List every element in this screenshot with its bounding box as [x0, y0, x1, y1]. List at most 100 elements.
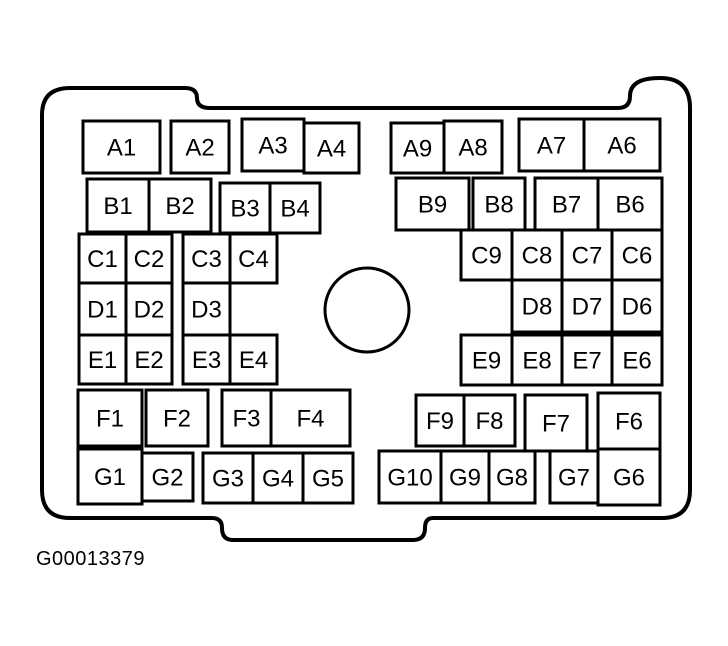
fuse-cell-c9 [459, 228, 514, 282]
fuse-label-g9: G9 [449, 465, 481, 492]
fuse-label-e7: E7 [572, 348, 601, 375]
fuse-cell-g2 [140, 451, 195, 503]
fuse-cell-g1 [76, 447, 144, 506]
fuse-label-g5: G5 [312, 466, 344, 493]
fuse-cell-g5 [301, 451, 355, 505]
fuse-label-b1: B1 [103, 193, 132, 220]
fuse-label-a4: A4 [317, 136, 346, 163]
fuse-label-a9: A9 [403, 136, 432, 163]
fuse-label-c2: C2 [134, 246, 165, 273]
fuse-label-a1: A1 [107, 135, 136, 162]
fuse-cell-g3 [201, 451, 255, 505]
fuse-label-c4: C4 [238, 246, 269, 273]
fuse-label-c6: C6 [622, 243, 653, 270]
fuse-cell-b4 [268, 181, 322, 235]
fuse-label-f7: F7 [542, 411, 570, 438]
fuse-cell-a4 [302, 121, 361, 175]
fuse-cell-f9 [414, 393, 466, 448]
fuse-cell-f7 [523, 393, 589, 453]
fuse-label-e4: E4 [239, 347, 268, 374]
fuse-label-f2: F2 [163, 406, 191, 433]
fuse-label-g1: G1 [94, 464, 126, 491]
fuse-label-d1: D1 [87, 297, 118, 324]
fuse-label-e1: E1 [88, 347, 117, 374]
fuse-label-d2: D2 [134, 297, 165, 324]
fuse-cell-g6 [596, 447, 662, 507]
fuse-label-g10: G10 [387, 465, 432, 492]
fuse-cell-d2 [124, 281, 174, 337]
fuse-cell-f1 [76, 388, 144, 448]
fuse-label-g6: G6 [613, 465, 645, 492]
fuse-cell-d7 [560, 278, 614, 334]
fuse-cell-a6 [582, 117, 662, 173]
fuse-cell-d1 [77, 281, 128, 337]
fuse-label-b7: B7 [552, 192, 581, 219]
fuse-label-f4: F4 [296, 406, 324, 433]
fuse-cell-g8 [487, 449, 537, 505]
fuse-label-f6: F6 [615, 409, 643, 436]
fuse-label-e2: E2 [134, 347, 163, 374]
fuse-label-a6: A6 [607, 133, 636, 160]
fuse-cell-a7 [517, 117, 586, 173]
fuse-label-b9: B9 [418, 192, 447, 219]
fuse-cell-f8 [462, 393, 517, 448]
fuse-label-g2: G2 [151, 465, 183, 492]
fuse-label-e8: E8 [522, 348, 551, 375]
fuse-label-b8: B8 [484, 192, 513, 219]
fuse-label-b6: B6 [615, 192, 644, 219]
fuse-cell-b7 [533, 176, 600, 232]
fuse-label-a3: A3 [258, 133, 287, 160]
fuse-cell-a3 [240, 117, 306, 173]
fuse-cell-a2 [169, 119, 231, 175]
fuse-cell-b6 [596, 176, 664, 232]
fuse-cell-e4 [228, 333, 279, 386]
fuse-cell-c3 [181, 232, 232, 285]
fuse-cell-d6 [610, 278, 664, 334]
fuse-label-d6: D6 [622, 294, 653, 321]
fuse-cell-g4 [251, 451, 305, 505]
fuse-label-g7: G7 [558, 465, 590, 492]
fuse-label-g3: G3 [212, 466, 244, 493]
fuse-cell-g10 [377, 449, 443, 505]
fuse-label-e3: E3 [192, 347, 221, 374]
fuse-cell-b9 [394, 176, 471, 232]
fuse-cell-f2 [144, 388, 210, 448]
fuse-cell-f3 [220, 388, 273, 448]
fuse-label-c8: C8 [522, 243, 553, 270]
fuse-label-b2: B2 [165, 193, 194, 220]
fuse-label-c1: C1 [87, 246, 118, 273]
fuse-label-f9: F9 [426, 408, 454, 435]
fuse-label-f8: F8 [475, 408, 503, 435]
mounting-hole [323, 266, 411, 354]
fuse-cell-e2 [124, 333, 174, 386]
fuse-cell-a8 [442, 119, 504, 175]
fuse-label-d7: D7 [572, 294, 603, 321]
fuse-label-c7: C7 [572, 243, 603, 270]
fuse-label-d8: D8 [522, 294, 553, 321]
fuse-label-d3: D3 [191, 297, 222, 324]
figure-id: G00013379 [36, 548, 146, 570]
fuse-cell-f4 [269, 388, 352, 448]
fuse-cell-d8 [510, 278, 564, 334]
fuse-label-f1: F1 [96, 406, 124, 433]
fuse-cell-b2 [147, 177, 213, 234]
fuse-label-b4: B4 [280, 196, 309, 223]
fuse-label-e6: E6 [622, 348, 651, 375]
fuse-label-g8: G8 [496, 465, 528, 492]
fuse-label-g4: G4 [262, 466, 294, 493]
fuse-label-a2: A2 [185, 135, 214, 162]
fuse-cell-e6 [610, 333, 664, 387]
fuse-label-a7: A7 [537, 133, 566, 160]
fuse-label-c9: C9 [471, 243, 502, 270]
fuse-cell-a1 [81, 119, 162, 175]
fuse-label-c3: C3 [191, 246, 222, 273]
fuse-cell-a9 [389, 121, 446, 175]
fuse-label-e9: E9 [472, 348, 501, 375]
fuse-cell-b3 [218, 181, 272, 235]
fuse-label-f3: F3 [232, 406, 260, 433]
fuse-cell-b1 [85, 177, 151, 234]
fuse-cell-c4 [228, 232, 279, 285]
fuse-label-b3: B3 [230, 196, 259, 223]
fuse-label-a8: A8 [458, 135, 487, 162]
